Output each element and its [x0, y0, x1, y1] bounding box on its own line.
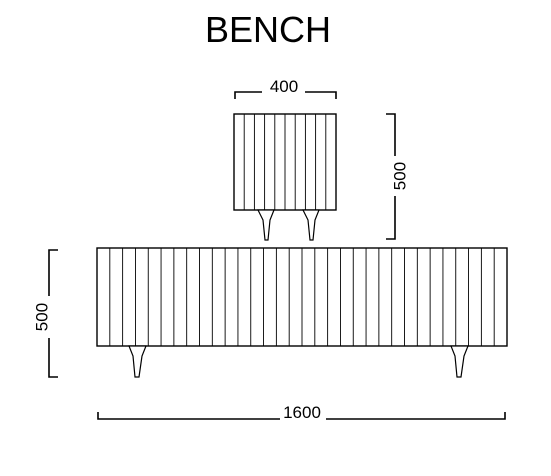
side-height-dimension: 500 [386, 113, 409, 240]
drawing-title: BENCH [205, 9, 331, 50]
side-view: 400 500 [233, 77, 409, 241]
side-height-label: 500 [390, 162, 409, 190]
front-leg-right [450, 345, 469, 378]
front-slats [109, 248, 495, 346]
front-view: 500 1600 [32, 247, 508, 422]
side-width-label: 400 [270, 77, 298, 96]
side-slats [243, 114, 327, 210]
front-height-dimension: 500 [32, 249, 58, 378]
front-length-dimension: 1600 [97, 403, 506, 422]
front-length-label: 1600 [283, 403, 321, 422]
side-width-dimension: 400 [234, 77, 337, 99]
side-leg-right [302, 209, 320, 241]
front-leg-left [128, 345, 147, 378]
front-height-label: 500 [32, 303, 51, 331]
side-leg-left [257, 209, 275, 241]
